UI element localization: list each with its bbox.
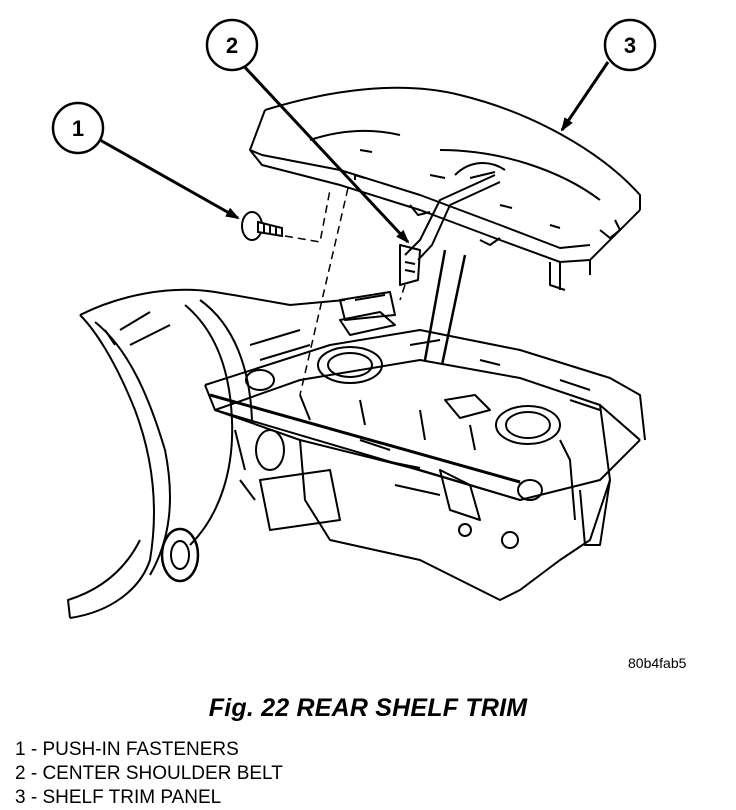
figure-caption: Fig. 22 REAR SHELF TRIM: [208, 694, 528, 722]
exploded-view-illustration: 1 2 3: [51, 18, 657, 619]
callout-1: 1: [51, 101, 105, 155]
legend-item: 2 - CENTER SHOULDER BELT: [15, 763, 283, 784]
alignment-lines: [284, 187, 406, 396]
callout-1-number: 1: [72, 116, 84, 141]
callout-leaders: [99, 60, 610, 244]
vehicle-body-structure: [67, 288, 646, 619]
parts-legend: 1 - PUSH-IN FASTENERS 2 - CENTER SHOULDE…: [15, 738, 283, 810]
push-in-fastener-part: [241, 211, 283, 241]
callout-3: 3: [603, 18, 657, 72]
figure-image-id: 80b4fab5: [628, 655, 687, 671]
callout-2-number: 2: [226, 33, 238, 58]
callout-2: 2: [205, 18, 259, 72]
center-shoulder-belt-part: [339, 174, 501, 366]
legend-item: 3 - SHELF TRIM PANEL: [15, 787, 222, 808]
legend-item: 1 - PUSH-IN FASTENERS: [15, 739, 239, 760]
callout-3-number: 3: [624, 33, 636, 58]
shelf-trim-panel-part: [249, 86, 641, 291]
